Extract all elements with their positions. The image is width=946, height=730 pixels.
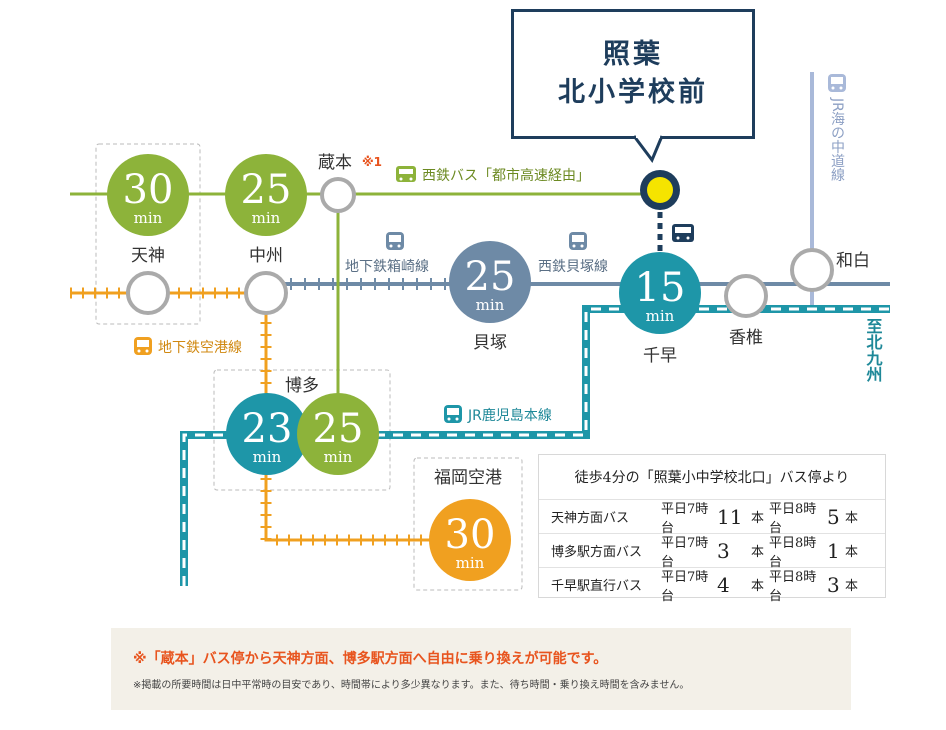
label-kuramoto-note: ※1 bbox=[362, 155, 382, 169]
label-kaizuka: 貝塚 bbox=[473, 333, 507, 353]
label-kaizuka-line: 西鉄貝塚線 bbox=[538, 259, 608, 275]
time-hakata-bus: 25 min bbox=[297, 393, 379, 475]
label-airport: 福岡空港 bbox=[434, 468, 502, 488]
hakata-group-box bbox=[213, 369, 391, 491]
count-unit: 本 bbox=[751, 579, 765, 594]
time-slot-7: 平日7時台 bbox=[661, 535, 709, 570]
station-nakasu bbox=[244, 271, 288, 315]
label-chihaya: 千早 bbox=[643, 346, 677, 366]
station-kuramoto bbox=[320, 177, 356, 213]
svg-text:min: min bbox=[456, 554, 485, 572]
count-unit: 本 bbox=[751, 511, 765, 526]
time-slot-8: 平日8時台 bbox=[769, 569, 817, 604]
label-tenjin: 天神 bbox=[131, 246, 165, 266]
bus-table-header: 徒歩4分の「照葉小中学校北口」バス停より bbox=[539, 455, 885, 500]
table-row: 天神方面バス 平日7時台 11 本 平日8時台 5 本 bbox=[539, 500, 885, 536]
destination-bus-icon bbox=[672, 224, 694, 242]
count-8: 5 bbox=[827, 504, 840, 529]
station-tenjin bbox=[126, 271, 170, 315]
bus-icon bbox=[396, 166, 416, 182]
svg-text:min: min bbox=[324, 448, 353, 466]
callout-pointer bbox=[632, 134, 664, 163]
bus-frequency-table: 徒歩4分の「照葉小中学校北口」バス停より 天神方面バス 平日7時台 11 本 平… bbox=[538, 454, 886, 604]
route-name: 天神方面バス bbox=[551, 511, 630, 526]
svg-text:15: 15 bbox=[635, 265, 686, 311]
label-kitakyushu: 至北九州 bbox=[864, 318, 884, 382]
label-hakata: 博多 bbox=[285, 376, 319, 396]
count-unit: 本 bbox=[845, 511, 859, 526]
subway-icon bbox=[386, 232, 404, 250]
time-nakasu: 25 min bbox=[225, 154, 307, 236]
footnote-box: ※「蔵本」バス停から天神方面、博多駅方面へ自由に乗り換えが可能です。 ※掲載の所… bbox=[111, 628, 851, 710]
table-row: 博多駅方面バス 平日7時台 3 本 平日8時台 1 本 bbox=[539, 534, 885, 570]
station-wajiro bbox=[790, 248, 834, 292]
count-7: 4 bbox=[717, 572, 730, 597]
count-7: 11 bbox=[717, 504, 743, 529]
time-slot-7: 平日7時台 bbox=[661, 569, 709, 604]
footnote-sub: ※掲載の所要時間は日中平常時の目安であり、時間帯により多少異なります。また、待ち… bbox=[133, 680, 690, 691]
footnote-main: ※「蔵本」バス停から天神方面、博多駅方面へ自由に乗り換えが可能です。 bbox=[133, 651, 608, 667]
jr-umi-icon bbox=[828, 74, 846, 92]
label-airport-line: 地下鉄空港線 bbox=[158, 340, 242, 356]
svg-text:25: 25 bbox=[241, 167, 292, 213]
route-name: 千早駅直行バス bbox=[551, 579, 643, 594]
station-kashii bbox=[724, 274, 768, 318]
label-nishitetsu-bus: 西鉄バス「都市高速経由」 bbox=[422, 167, 590, 184]
count-unit: 本 bbox=[751, 545, 765, 560]
time-slot-8: 平日8時台 bbox=[769, 535, 817, 570]
svg-text:25: 25 bbox=[313, 406, 364, 452]
destination-callout: 照葉 北小学校前 bbox=[511, 9, 755, 139]
count-unit: 本 bbox=[845, 579, 859, 594]
count-8: 1 bbox=[827, 538, 840, 563]
time-chihaya: 15 min bbox=[619, 252, 701, 334]
time-kaizuka: 25 min bbox=[449, 241, 531, 323]
time-hakata-subway: 23 min bbox=[226, 393, 308, 475]
time-slot-8: 平日8時台 bbox=[769, 501, 817, 536]
svg-text:min: min bbox=[253, 448, 282, 466]
count-unit: 本 bbox=[845, 545, 859, 560]
train-icon bbox=[569, 232, 587, 250]
label-jr-kagoshima: JR鹿児島本線 bbox=[467, 407, 552, 424]
svg-text:min: min bbox=[252, 209, 281, 227]
svg-text:30: 30 bbox=[445, 512, 496, 558]
svg-text:25: 25 bbox=[465, 254, 516, 300]
svg-text:23: 23 bbox=[242, 406, 293, 452]
label-nakasu: 中州 bbox=[249, 246, 283, 266]
time-airport: 30 min bbox=[429, 499, 511, 581]
label-jr-uminonakamichi: JR海の中道線 bbox=[829, 97, 845, 182]
svg-text:min: min bbox=[646, 307, 675, 325]
jr-icon bbox=[444, 405, 462, 423]
callout-line1: 照葉 bbox=[603, 39, 663, 70]
time-slot-7: 平日7時台 bbox=[661, 501, 709, 536]
tenjin-group-box bbox=[95, 143, 201, 325]
label-hakozaki: 地下鉄箱崎線 bbox=[345, 259, 429, 275]
svg-text:min: min bbox=[476, 296, 505, 314]
route-name: 博多駅方面バス bbox=[551, 545, 643, 560]
label-kashii: 香椎 bbox=[729, 328, 763, 348]
label-wajiro: 和白 bbox=[836, 251, 870, 271]
airport-group-box bbox=[413, 457, 523, 591]
svg-text:30: 30 bbox=[123, 167, 174, 213]
callout-line2: 北小学校前 bbox=[558, 77, 708, 108]
destination-marker-inner bbox=[647, 177, 673, 203]
count-8: 3 bbox=[827, 572, 840, 597]
label-kuramoto: 蔵本 bbox=[318, 153, 352, 173]
time-tenjin: 30 min bbox=[107, 154, 189, 236]
table-row: 千早駅直行バス 平日7時台 4 本 平日8時台 3 本 bbox=[539, 568, 885, 604]
count-7: 3 bbox=[717, 538, 730, 563]
airport-subway-icon bbox=[134, 337, 152, 355]
svg-text:min: min bbox=[134, 209, 163, 227]
